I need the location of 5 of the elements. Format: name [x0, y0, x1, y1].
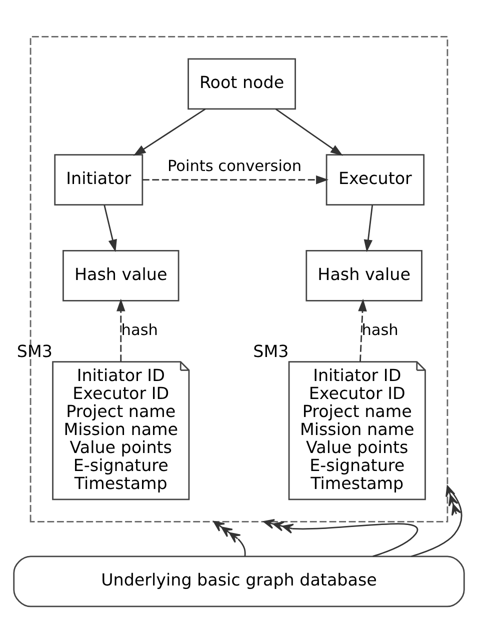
edge-label: hash	[121, 320, 158, 339]
node-label: SM3	[253, 342, 289, 361]
node-label: SM3	[16, 342, 52, 361]
edge-label: Points conversion	[167, 156, 302, 175]
edge-label: hash	[362, 320, 398, 339]
